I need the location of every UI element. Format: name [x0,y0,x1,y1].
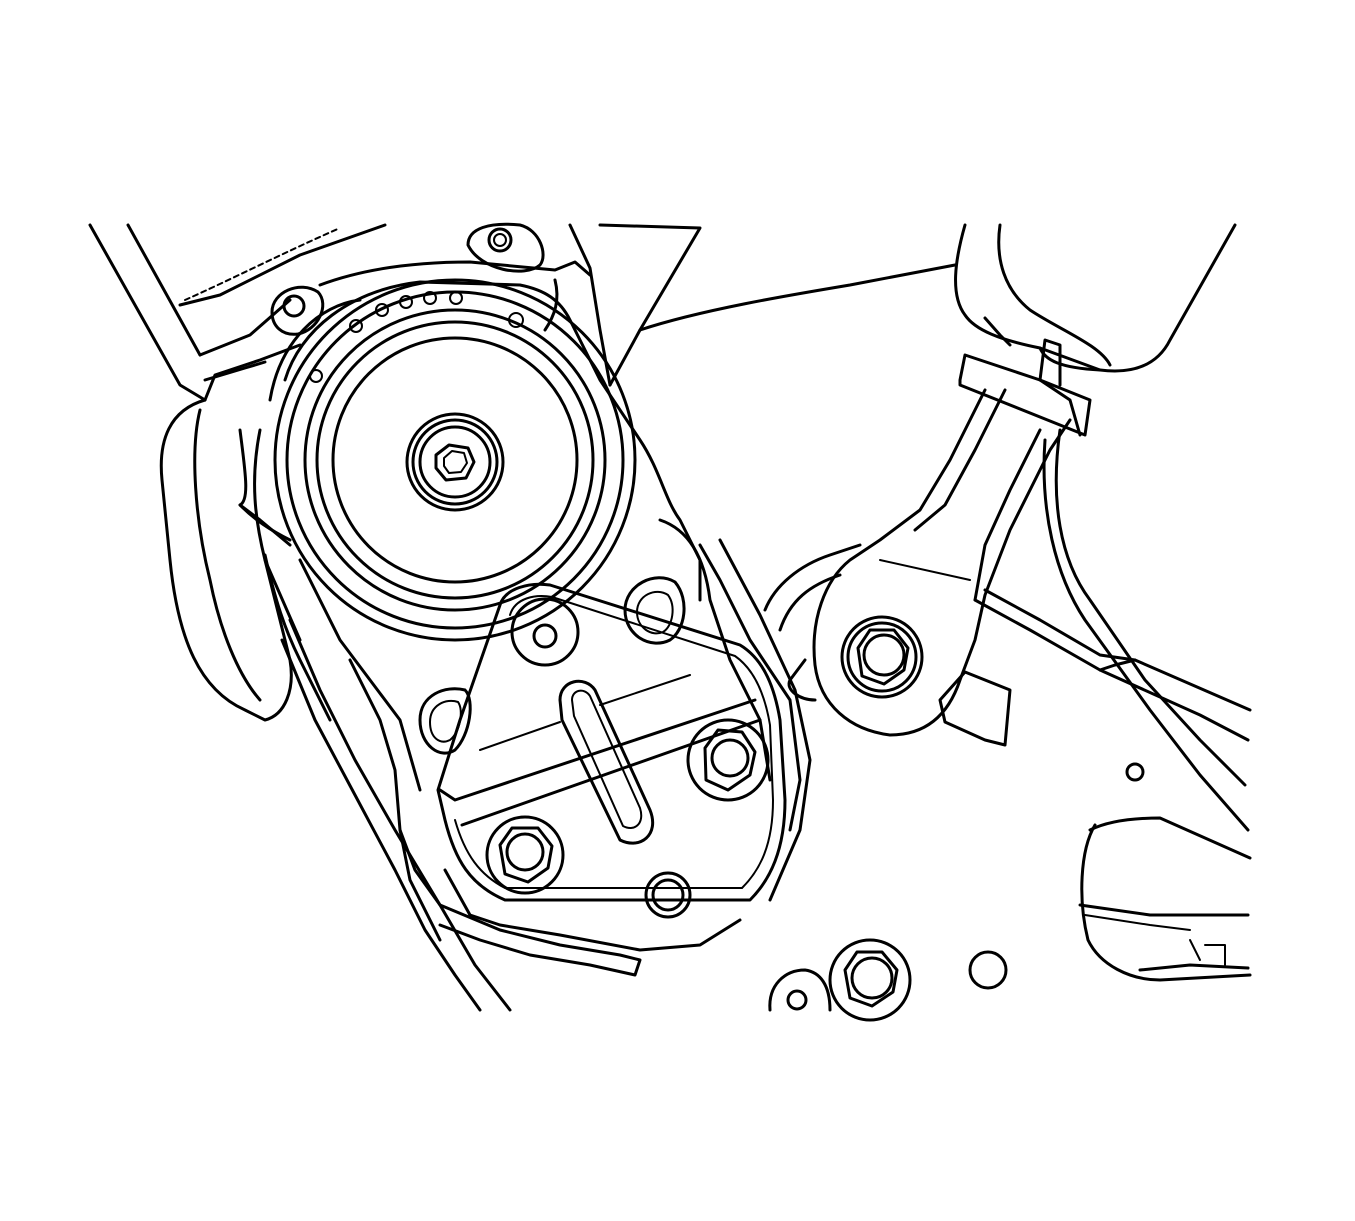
right-reservoir [954,223,1237,373]
upper-left-housing [88,223,387,402]
tensioner-arm [812,338,1092,747]
top-housing [318,223,957,387]
left-bracket [159,398,512,1012]
mounting-plate [436,582,787,919]
top-bolt-boss [466,222,545,273]
lower-left-slots [418,576,686,755]
lower-arm-bracket [763,543,862,702]
tensioner-pulley [268,278,702,642]
bottom-fasteners [768,938,1008,1022]
right-body [973,428,1252,982]
lower-cover [398,518,812,977]
